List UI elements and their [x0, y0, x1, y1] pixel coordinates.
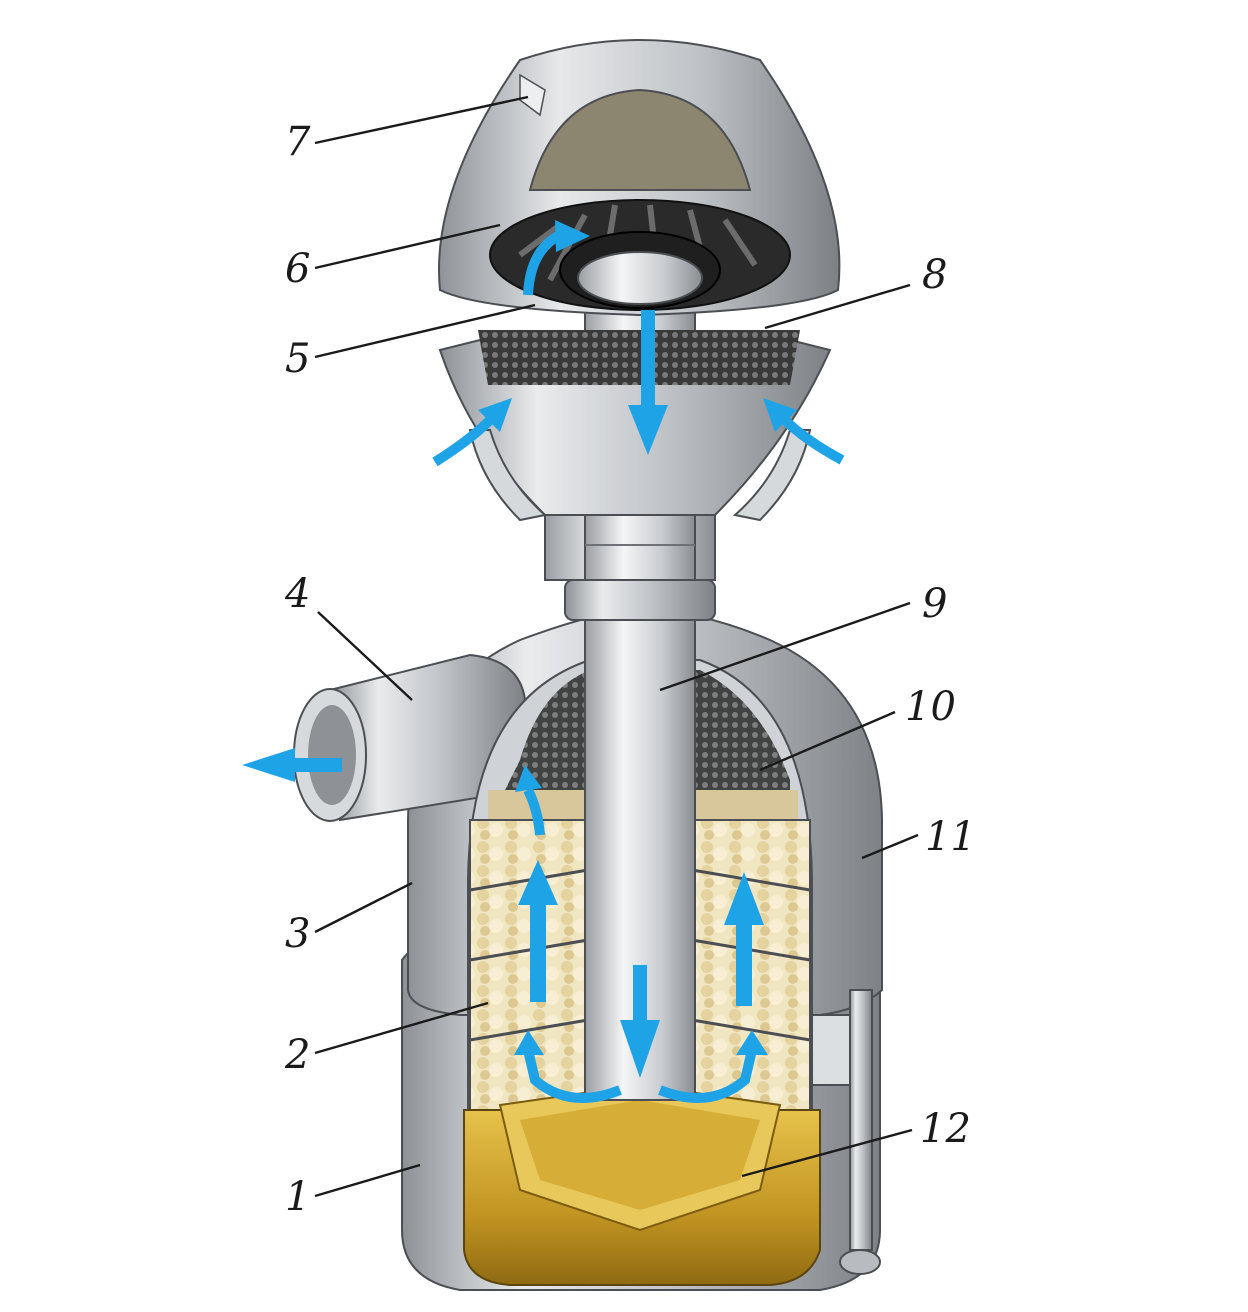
- callout-11: 11: [925, 814, 976, 860]
- callout-9: 9: [922, 581, 947, 627]
- callout-5: 5: [285, 336, 310, 382]
- callout-12: 12: [920, 1106, 971, 1152]
- flow-arrow-down-top: [628, 310, 668, 455]
- side-clamp: [811, 989, 881, 1275]
- flow-arrow-turn-left: [514, 1030, 622, 1103]
- callout-10: 10: [905, 684, 956, 730]
- callout-1: 1: [285, 1174, 310, 1220]
- callout-2: 2: [284, 1032, 310, 1078]
- callout-7: 7: [285, 119, 311, 165]
- callout-8: 8: [922, 252, 947, 298]
- callout-labels: 7 6 5 4 3 2 1 8 9 10 11 12: [284, 119, 976, 1220]
- callout-4: 4: [284, 571, 310, 617]
- precleaner-skirt: [438, 330, 832, 522]
- flow-arrow-up-left-top: [515, 765, 545, 836]
- oil-bath: [463, 1083, 821, 1286]
- flow-arrow-impeller: [523, 220, 590, 296]
- callout-6: 6: [285, 246, 310, 292]
- flow-arrow-intake-right: [763, 398, 845, 465]
- flow-arrow-outlet: [242, 748, 342, 782]
- flow-arrow-turn-right: [658, 1030, 768, 1103]
- flow-arrow-up-left: [518, 860, 558, 1002]
- flow-arrow-up-right: [724, 872, 764, 1006]
- flow-arrow-intake-left: [432, 398, 512, 467]
- airflow-arrows: [242, 220, 845, 1103]
- flow-arrow-down-bottom: [620, 965, 660, 1078]
- leader-lines: [314, 95, 919, 1198]
- outlet-pipe: [293, 653, 526, 822]
- callout-3: 3: [285, 911, 310, 957]
